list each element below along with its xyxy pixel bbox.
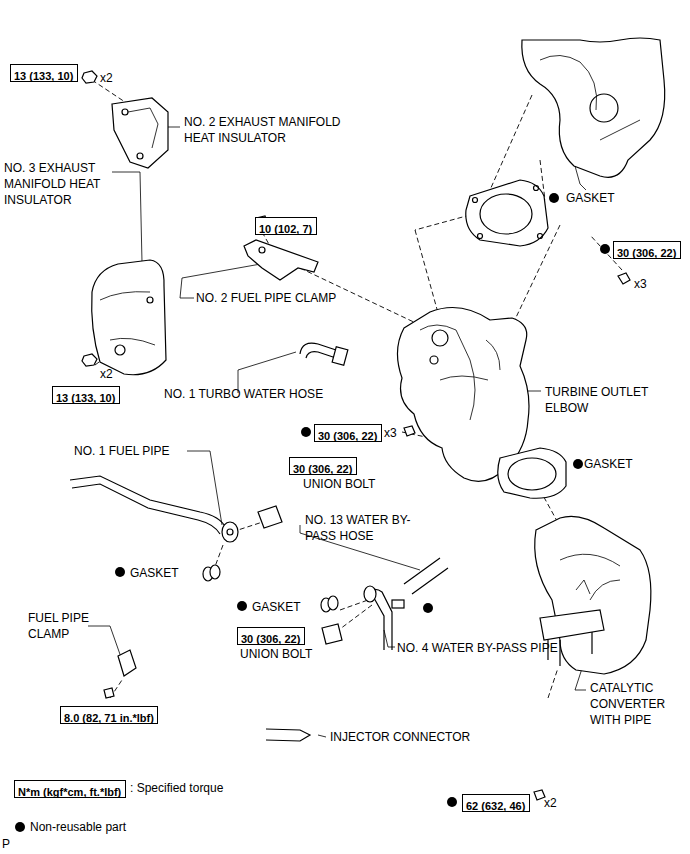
torque-box: 8.0 (82, 71 in.*lbf) xyxy=(60,706,158,724)
torque-box: 10 (102, 7) xyxy=(255,217,317,235)
fuel-pipe xyxy=(70,476,226,534)
part-label: x2 xyxy=(544,795,557,811)
part-label: UNION BOLT xyxy=(303,476,375,492)
part-label: GASKET xyxy=(584,456,633,472)
gasket xyxy=(498,448,566,498)
part-label: NO. 1 FUEL PIPE xyxy=(74,443,204,459)
part-label: NO. 1 TURBO WATER HOSE xyxy=(164,386,364,402)
part-label: UNION BOLT xyxy=(240,646,312,662)
non-reusable-mark xyxy=(15,193,610,832)
torque-value: 30 (306, 22) xyxy=(241,632,300,646)
torque-value: 13 (133, 10) xyxy=(14,69,73,83)
torque-box: 62 (632, 46) xyxy=(462,794,530,812)
part-label: FUEL PIPE CLAMP xyxy=(28,610,100,642)
fuel-pipe-clamp xyxy=(118,650,136,676)
part-label: P xyxy=(2,836,10,852)
legend-text: Non-reusable part xyxy=(30,819,126,835)
torque-box: 13 (133, 10) xyxy=(10,64,78,82)
part-label: x3 xyxy=(634,276,647,292)
torque-box: 13 (133, 10) xyxy=(52,386,120,404)
part-label: TURBINE OUTLET ELBOW xyxy=(545,384,657,416)
part-label: NO. 13 WATER BY-PASS HOSE xyxy=(305,512,413,544)
torque-box: 30 (306, 22) xyxy=(289,457,357,475)
part-label: x3 xyxy=(384,425,397,441)
fuel-pipe-clamp xyxy=(244,240,318,280)
torque-box: 30 (306, 22) xyxy=(237,627,305,645)
torque-value: N*m (kgf*cm, ft.*lbf) xyxy=(18,785,121,799)
part-label: NO. 3 EXHAUST MANIFOLD HEAT INSULATOR xyxy=(4,160,112,208)
part-label: GASKET xyxy=(252,599,301,615)
part-label: NO. 2 FUEL PIPE CLAMP xyxy=(196,290,386,306)
part-label: x2 xyxy=(100,70,113,86)
gasket xyxy=(466,180,548,246)
part-label: GASKET xyxy=(130,565,179,581)
legend-text: : Specified torque xyxy=(130,780,223,796)
torque-value: 10 (102, 7) xyxy=(259,222,312,236)
heat-insulator xyxy=(92,260,166,375)
part-label: GASKET xyxy=(566,190,615,206)
part-label: INJECTOR CONNECTOR xyxy=(330,729,470,745)
torque-value: 30 (306, 22) xyxy=(318,429,377,443)
water-hose xyxy=(404,558,448,594)
torque-value: 30 (306, 22) xyxy=(293,462,352,476)
torque-value: 8.0 (82, 71 in.*lbf) xyxy=(64,711,154,725)
part-label: NO. 2 EXHAUST MANIFOLD HEAT INSULATOR xyxy=(184,114,362,146)
torque-value: 62 (632, 46) xyxy=(466,799,525,813)
torque-box: 30 (306, 22) xyxy=(613,241,681,259)
injector-connector xyxy=(266,729,310,741)
heat-insulator xyxy=(112,98,168,168)
union-bolt xyxy=(258,506,282,528)
torque-value: 30 (306, 22) xyxy=(617,246,676,260)
part-label: CATALYTIC CONVERTER WITH PIPE xyxy=(590,680,686,728)
part-label: NO. 4 WATER BY-PASS PIPE xyxy=(397,640,587,656)
assembly-line xyxy=(92,80,622,698)
leader-line xyxy=(88,118,588,737)
part-label: x2 xyxy=(100,366,113,382)
torque-box: N*m (kgf*cm, ft.*lbf) xyxy=(14,780,126,798)
torque-value: 13 (133, 10) xyxy=(56,391,115,405)
torque-box: 30 (306, 22) xyxy=(314,424,382,442)
